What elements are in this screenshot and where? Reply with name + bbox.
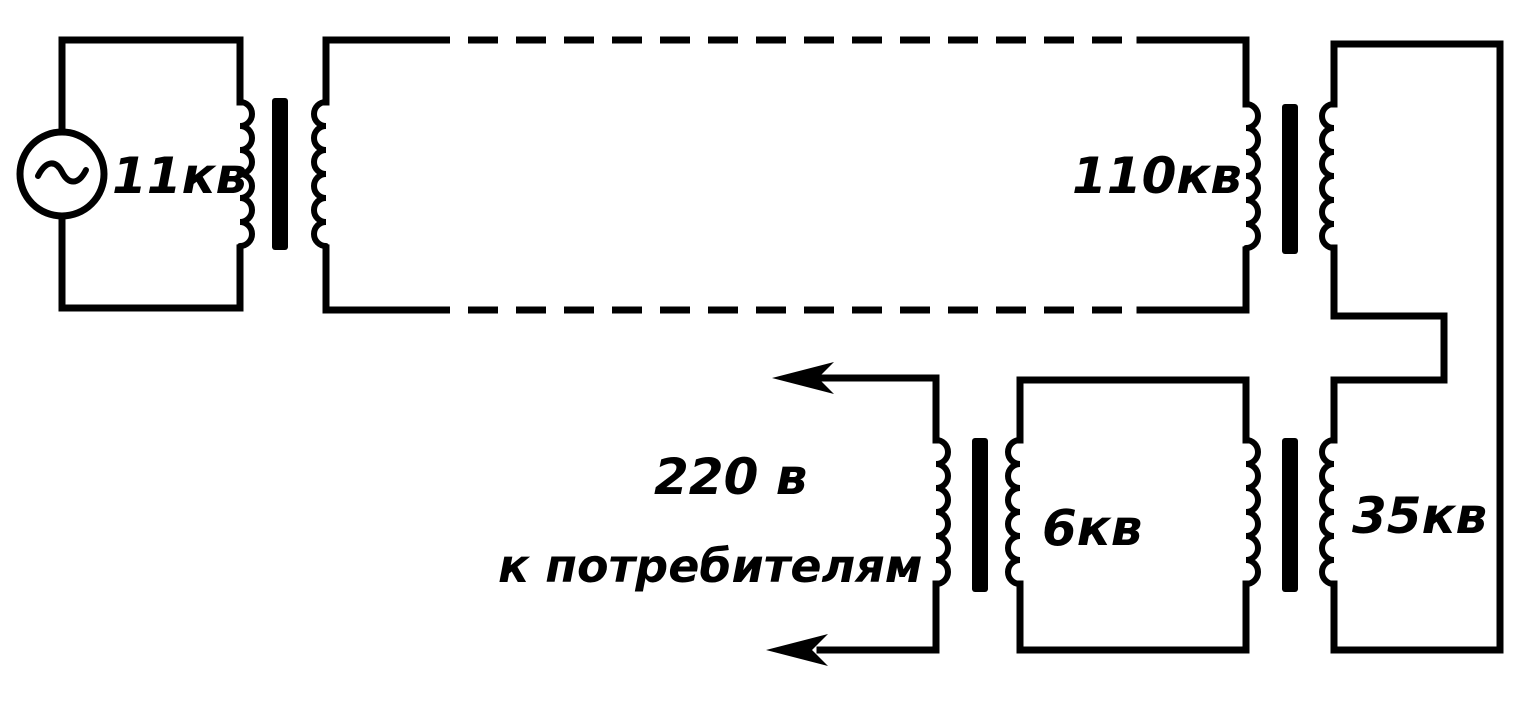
regional-voltage-label: 35кв [1352, 487, 1487, 545]
transmission-line: 110кв [311, 36, 1261, 314]
generator-loop-wire [58, 36, 244, 312]
substation-6-220-core [972, 438, 988, 592]
distribution-network: 6кв [1005, 376, 1261, 654]
regional-loop-wire [1330, 40, 1504, 654]
consumer-circuit: 220 в к потребителям [498, 362, 951, 666]
distribution-loop-wire [1016, 376, 1250, 654]
generator-circuit: 11кв [16, 36, 255, 312]
regional-network: 35кв [1319, 40, 1504, 654]
consumer-arrow-top-icon [772, 362, 834, 394]
distribution-voltage-label: 6кв [1042, 499, 1142, 557]
step-down-6-primary-winding [1005, 437, 1023, 587]
substation-110-35-core [1282, 104, 1298, 254]
step-up-transformer-core [272, 98, 288, 250]
consumer-caption-label: к потребителям [498, 539, 922, 593]
consumer-voltage-label: 220 в [654, 448, 807, 506]
step-up-secondary-winding [311, 99, 329, 249]
step-up-primary-winding [237, 99, 255, 249]
step-down-6-secondary-winding [933, 437, 951, 587]
tilde-icon [35, 160, 89, 185]
step-down-110-primary-winding [1243, 101, 1261, 251]
step-down-35-secondary-winding [1243, 437, 1261, 587]
generator-voltage-label: 11кв [112, 147, 247, 205]
transmission-voltage-label: 110кв [1072, 147, 1242, 205]
line-left-wire [322, 36, 424, 314]
line-right-wire [1136, 36, 1250, 314]
substation-35-6-core [1282, 438, 1298, 592]
consumer-arrow-bottom-icon [766, 634, 828, 666]
consumer-wire [816, 374, 940, 654]
step-down-110-secondary-winding [1319, 101, 1337, 251]
step-down-35-primary-winding [1319, 437, 1337, 587]
